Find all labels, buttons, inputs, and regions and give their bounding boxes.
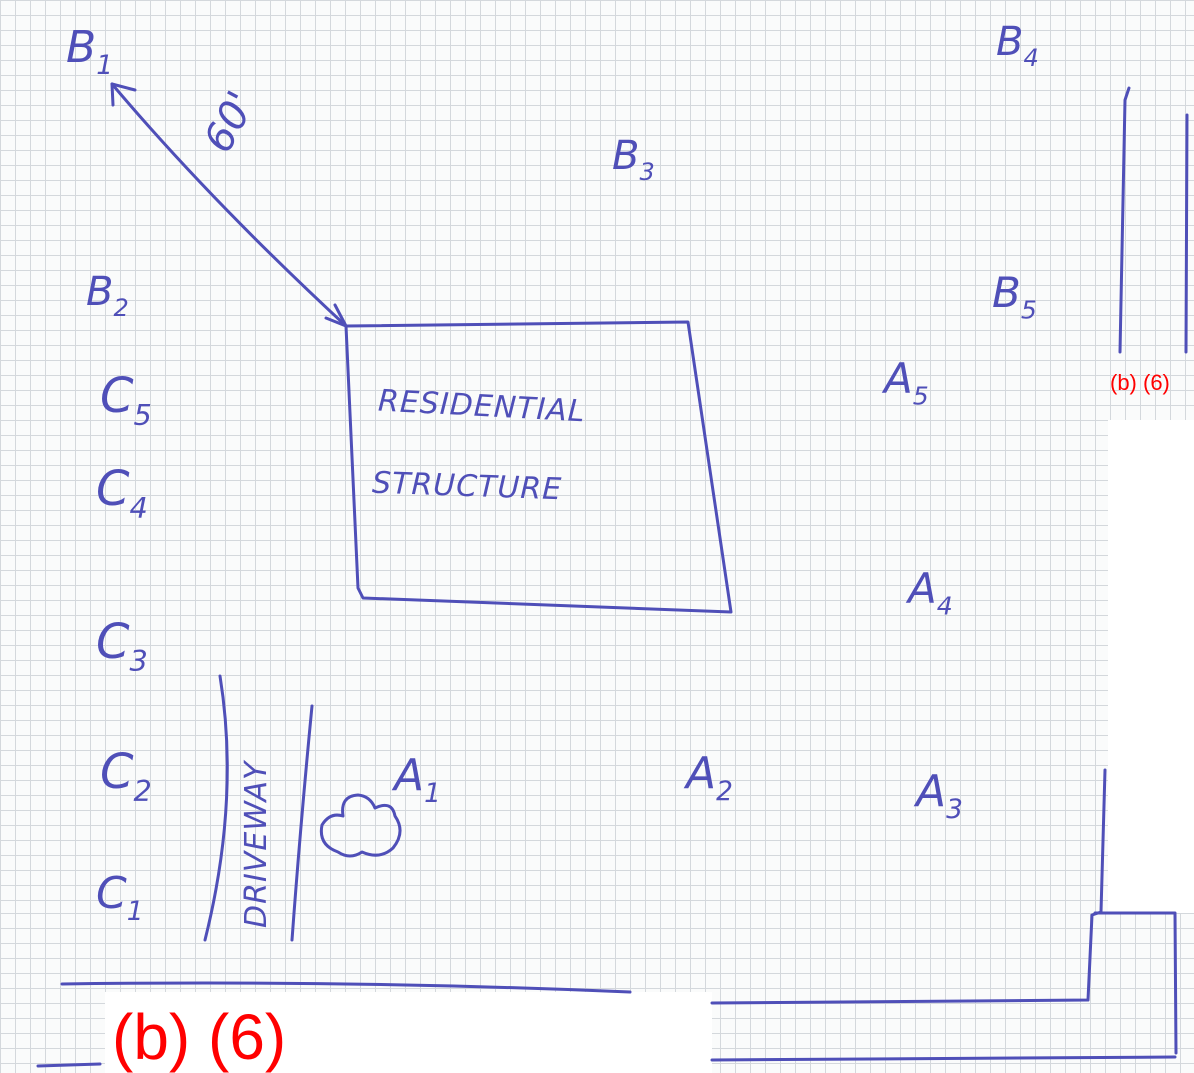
- distance-arrow-shaft: [110, 82, 348, 328]
- driveway-left-line: [203, 674, 229, 942]
- label-B2: B2: [86, 269, 129, 322]
- label-B4: B4: [996, 19, 1039, 72]
- shrub-outline: [319, 793, 402, 858]
- property-line-bottom-stub: [36, 1062, 102, 1068]
- label-B3: B3: [612, 133, 655, 186]
- redaction-block-bottom: [105, 992, 712, 1073]
- redaction-label-small: (b) (6): [1110, 370, 1170, 395]
- redaction-block-right: [1108, 420, 1194, 913]
- driveway-label: DRIVEWAY: [239, 760, 274, 928]
- property-line-right-d: [1093, 911, 1178, 1055]
- property-line-right-c: [710, 768, 1107, 1005]
- distance-arrow-head-end: [324, 303, 348, 328]
- property-line-right-a: [1118, 86, 1131, 354]
- label-C4: C4: [96, 461, 148, 525]
- driveway-right-line: [290, 704, 314, 942]
- label-A4: A4: [908, 564, 953, 621]
- property-line-right-b: [1184, 113, 1189, 354]
- label-C1: C1: [96, 868, 144, 927]
- label-A3: A3: [916, 766, 963, 825]
- label-C2: C2: [100, 744, 152, 808]
- label-B5: B5: [992, 268, 1037, 325]
- label-A1: A1: [394, 750, 441, 809]
- label-C3: C3: [96, 614, 148, 678]
- building-outline: [344, 320, 733, 614]
- label-A5: A5: [884, 354, 929, 411]
- label-C5: C5: [100, 368, 152, 432]
- structure-label-line2: STRUCTURE: [371, 465, 563, 508]
- graph-paper-main: [0, 0, 1194, 913]
- property-line-bottom-right: [710, 1055, 1177, 1062]
- distance-arrow-head-start: [110, 82, 137, 107]
- label-B1: B1: [66, 22, 113, 81]
- redaction-label-large: (b) (6): [112, 1001, 287, 1073]
- label-A2: A2: [686, 748, 733, 807]
- property-line-bottom-left: [60, 981, 632, 994]
